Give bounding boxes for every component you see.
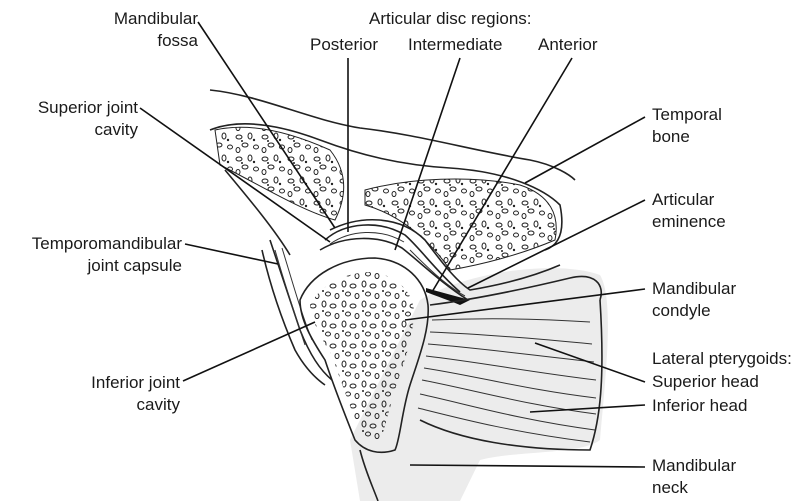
label-inferior-joint-cavity-line2: cavity <box>50 394 180 416</box>
label-inferior-joint-cavity: Inferior joint cavity <box>50 372 180 416</box>
label-mandibular-fossa: Mandibular fossa <box>88 8 198 52</box>
label-mandibular-condyle-line2: condyle <box>652 300 736 322</box>
label-disc-anterior: Anterior <box>538 34 598 56</box>
label-temporal-bone-line1: Temporal <box>652 104 722 126</box>
label-tmj-capsule-line1: Temporomandibular <box>2 233 182 255</box>
label-disc-intermediate: Intermediate <box>408 34 503 56</box>
label-mandibular-neck-line1: Mandibular <box>652 455 736 477</box>
label-mandibular-condyle: Mandibular condyle <box>652 278 736 322</box>
label-articular-eminence-line1: Articular <box>652 189 726 211</box>
label-inferior-joint-cavity-line1: Inferior joint <box>50 372 180 394</box>
label-mandibular-fossa-line1: Mandibular <box>88 8 198 30</box>
label-temporal-bone: Temporal bone <box>652 104 722 148</box>
label-articular-eminence-line2: eminence <box>652 211 726 233</box>
leader-temporal-bone <box>525 117 645 183</box>
label-mandibular-neck: Mandibular neck <box>652 455 736 499</box>
label-disc-posterior: Posterior <box>310 34 378 56</box>
label-articular-eminence: Articular eminence <box>652 189 726 233</box>
label-temporal-bone-line2: bone <box>652 126 722 148</box>
label-superior-head: Superior head <box>652 371 759 393</box>
label-lateral-pterygoids: Lateral pterygoids: <box>652 348 792 370</box>
label-mandibular-fossa-line2: fossa <box>88 30 198 52</box>
label-inferior-head: Inferior head <box>652 395 747 417</box>
label-mandibular-neck-line2: neck <box>652 477 736 499</box>
label-tmj-capsule: Temporomandibular joint capsule <box>2 233 182 277</box>
label-disc-regions-title: Articular disc regions: <box>369 8 532 30</box>
label-superior-joint-cavity-line2: cavity <box>10 119 138 141</box>
leader-tmj-capsule <box>185 244 278 264</box>
label-mandibular-condyle-line1: Mandibular <box>652 278 736 300</box>
label-superior-joint-cavity-line1: Superior joint <box>10 97 138 119</box>
label-superior-joint-cavity: Superior joint cavity <box>10 97 138 141</box>
label-tmj-capsule-line2: joint capsule <box>2 255 182 277</box>
